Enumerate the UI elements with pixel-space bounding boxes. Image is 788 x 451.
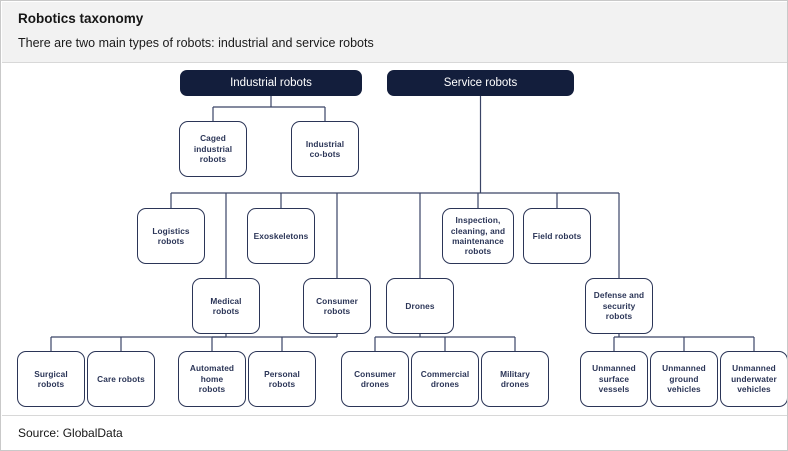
node-label: Service robots (443, 76, 518, 89)
node-caged_industrial[interactable]: Caged industrial robots (179, 121, 247, 177)
node-defense_security[interactable]: Defense and security robots (585, 278, 653, 334)
page-subtitle: There are two main types of robots: indu… (18, 36, 374, 50)
node-label: Unmanned surface vessels (592, 363, 636, 395)
node-surgical_robots[interactable]: Surgical robots (17, 351, 85, 407)
node-label: Care robots (97, 373, 145, 384)
node-consumer_drones[interactable]: Consumer drones (341, 351, 409, 407)
node-medical_robots[interactable]: Medical robots (192, 278, 260, 334)
node-label: Unmanned ground vehicles (662, 363, 706, 395)
node-label: Field robots (532, 230, 582, 241)
node-drones[interactable]: Drones (386, 278, 454, 334)
node-service_robots[interactable]: Service robots (387, 70, 574, 96)
node-label: Medical robots (210, 295, 242, 316)
node-field_robots[interactable]: Field robots (523, 208, 591, 264)
figure-footer: Source: GlobalData (2, 415, 787, 450)
node-label: Surgical robots (34, 368, 68, 389)
node-label: Caged industrial robots (193, 133, 233, 165)
node-label: Industrial co-bots (305, 138, 345, 159)
page-title: Robotics taxonomy (18, 11, 144, 26)
node-industrial_robots[interactable]: Industrial robots (180, 70, 362, 96)
node-personal_robots[interactable]: Personal robots (248, 351, 316, 407)
node-label: Drones (405, 300, 435, 311)
node-consumer_robots[interactable]: Consumer robots (303, 278, 371, 334)
node-logistics_robots[interactable]: Logistics robots (137, 208, 205, 264)
node-label: Defense and security robots (593, 290, 645, 322)
node-label: Consumer robots (316, 295, 358, 316)
node-label: Unmanned underwater vehicles (731, 363, 777, 395)
node-unmanned_underwater[interactable]: Unmanned underwater vehicles (720, 351, 787, 407)
node-commercial_drones[interactable]: Commercial drones (411, 351, 479, 407)
source-label: Source: GlobalData (18, 426, 123, 440)
node-label: Logistics robots (152, 225, 190, 246)
node-automated_home[interactable]: Automated home robots (178, 351, 246, 407)
node-label: Consumer drones (354, 368, 396, 389)
figure-header: Robotics taxonomy There are two main typ… (2, 2, 787, 63)
node-industrial_cobots[interactable]: Industrial co-bots (291, 121, 359, 177)
node-exoskeletons[interactable]: Exoskeletons (247, 208, 315, 264)
node-label: Industrial robots (230, 76, 312, 89)
node-label: Automated home robots (189, 363, 235, 395)
connector-lines (50, 96, 755, 351)
node-label: Exoskeletons (253, 230, 309, 241)
node-label: Inspection, cleaning, and maintenance ro… (450, 215, 506, 257)
node-unmanned_surface[interactable]: Unmanned surface vessels (580, 351, 648, 407)
node-label: Commercial drones (420, 368, 470, 389)
node-label: Military drones (500, 368, 530, 389)
node-military_drones[interactable]: Military drones (481, 351, 549, 407)
node-care_robots[interactable]: Care robots (87, 351, 155, 407)
node-inspection_cleaning[interactable]: Inspection, cleaning, and maintenance ro… (442, 208, 514, 264)
node-unmanned_ground[interactable]: Unmanned ground vehicles (650, 351, 718, 407)
node-label: Personal robots (264, 368, 300, 389)
